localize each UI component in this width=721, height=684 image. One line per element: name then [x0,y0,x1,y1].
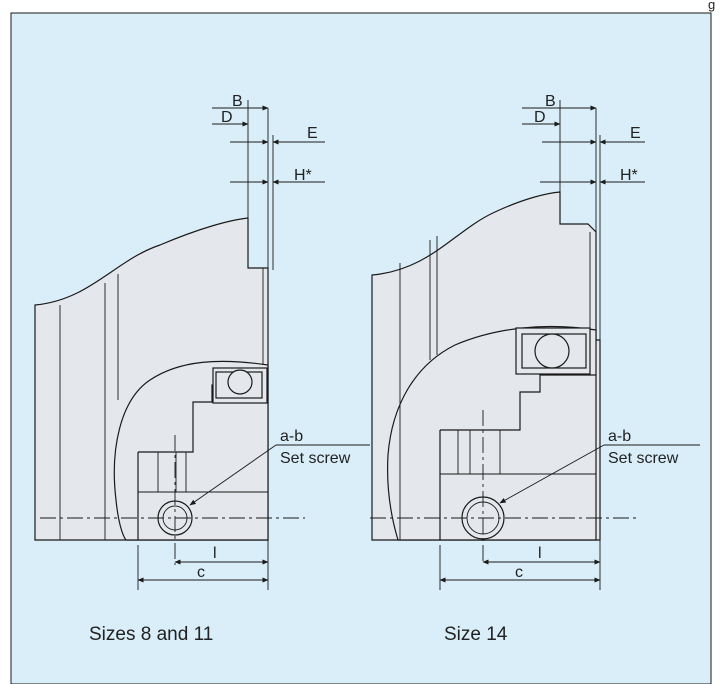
left-label-h: H* [294,167,312,184]
right-view: B D E H* a-b Set screw l c Size 14 [370,93,700,645]
right-label-b: B [545,93,556,110]
left-label-b: B [232,93,243,110]
left-label-e: E [307,125,318,142]
right-label-c: c [515,564,523,581]
left-view: B D E H* a-b Set screw l c Sizes 8 and 1… [34,93,370,645]
right-caption: Size 14 [444,624,508,645]
left-callout-ab: a-b [280,428,303,445]
right-label-h: H* [620,167,638,184]
left-wave-generator [113,360,269,541]
right-label-l: l [538,545,542,562]
left-caption: Sizes 8 and 11 [89,624,213,645]
left-callout-setscrew: Set screw [280,450,351,467]
right-callout-leader [499,444,605,504]
left-label-d: D [221,109,233,126]
right-bearing-ball [534,333,570,369]
page-corner-mark: g [708,0,715,12]
right-hub [440,374,596,431]
right-callout-ab: a-b [608,428,631,445]
left-bearing-ball [227,369,253,395]
left-callout-leader [189,444,277,506]
right-callout-setscrew: Set screw [608,450,679,467]
left-label-c: c [197,564,205,581]
right-label-d: D [534,109,546,126]
left-label-l: l [213,545,217,562]
right-label-e: E [630,125,641,142]
